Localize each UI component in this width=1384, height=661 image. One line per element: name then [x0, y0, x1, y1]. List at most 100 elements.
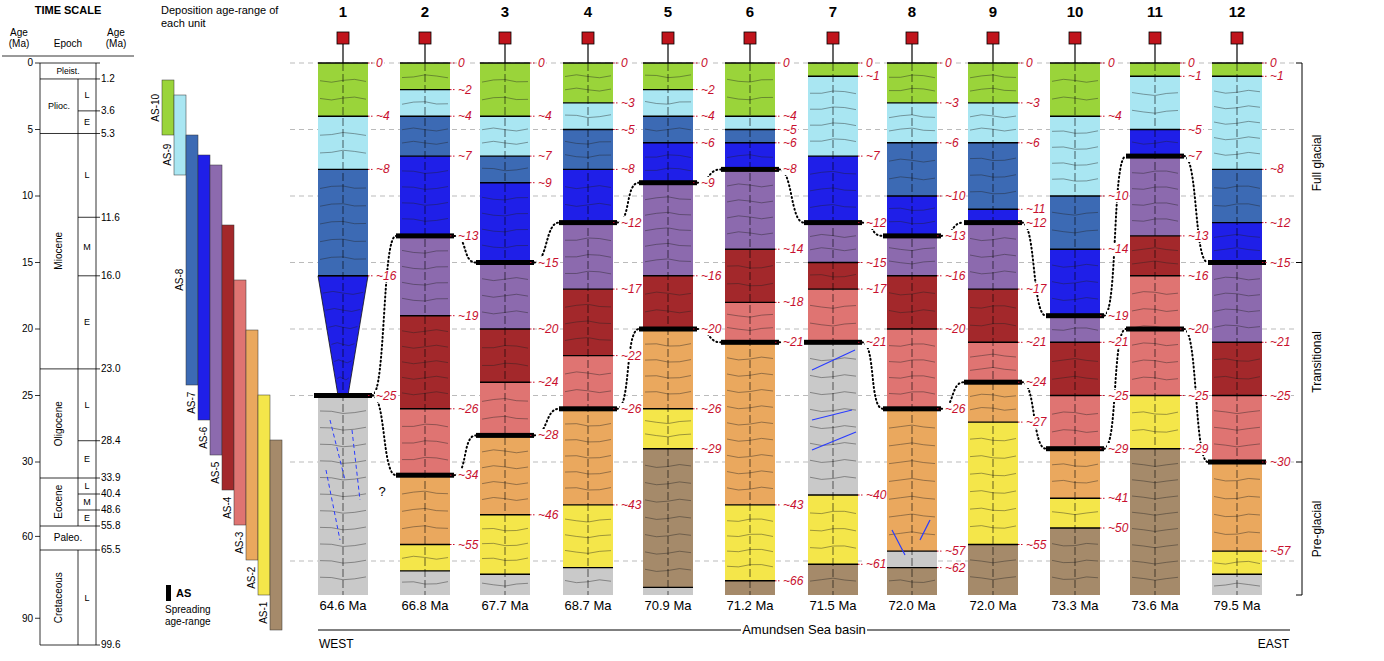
age-tick	[1262, 169, 1268, 170]
age-label: ~46	[537, 509, 559, 521]
transition-boundary	[721, 340, 779, 345]
age-label: ~25	[1107, 390, 1129, 402]
site-marker	[419, 32, 431, 44]
age-label: ~15	[537, 257, 559, 269]
age-tick	[1018, 544, 1024, 545]
transition-boundary	[1126, 154, 1184, 159]
transition-boundary	[639, 327, 697, 332]
age-label: ~21	[1025, 336, 1047, 348]
transition-boundary	[964, 380, 1022, 385]
transition-boundary	[1046, 313, 1104, 318]
age-tick	[858, 76, 864, 77]
site-stem	[667, 44, 668, 63]
age-label: ~21	[1107, 336, 1129, 348]
boundary-age: 99.6	[100, 639, 121, 651]
age-label: ~50	[1107, 522, 1129, 534]
age-label: ~20	[1187, 323, 1209, 335]
tick	[35, 262, 40, 263]
table-rule	[40, 133, 100, 134]
boundary-age: 23.0	[100, 363, 121, 375]
epoch-name: Paleo.	[53, 532, 83, 544]
age-tick	[858, 262, 864, 263]
age-tick	[937, 196, 943, 197]
age-label: ~19	[1107, 310, 1129, 322]
unit-name: AS-8	[174, 268, 186, 292]
site-marker	[1149, 32, 1161, 44]
age-tick	[1100, 342, 1106, 343]
age-range-bar	[222, 225, 234, 490]
reflector	[1132, 292, 1178, 295]
stage-label: Pre-glacial	[1311, 499, 1325, 558]
site-number: 11	[1146, 3, 1164, 20]
site-marker	[1231, 32, 1243, 44]
unit-boundary	[480, 115, 530, 116]
age-label: ~28	[537, 429, 559, 441]
unit-boundary	[400, 544, 450, 545]
reflector	[1132, 412, 1178, 415]
subepoch-letter: E	[83, 513, 91, 523]
age-label: ~13	[1187, 230, 1209, 242]
age-tick	[775, 249, 781, 250]
basement-age: 64.6 Ma	[319, 599, 368, 614]
age-tick	[775, 504, 781, 505]
age-tick	[613, 504, 619, 505]
age-label: ~21	[1269, 336, 1291, 348]
reflector	[970, 456, 1016, 459]
age-label: 0	[457, 57, 466, 69]
age-tick	[368, 275, 374, 276]
age-label: ~25	[1269, 390, 1291, 402]
age-label: ~2	[457, 84, 473, 96]
well-track	[425, 63, 426, 595]
age-label: ~25	[375, 390, 397, 402]
site-stem	[587, 44, 588, 63]
age-tick	[1262, 342, 1268, 343]
age-label: ~12	[1025, 217, 1047, 229]
age-range-bar	[198, 155, 210, 420]
well-track	[343, 63, 344, 595]
site-marker	[987, 32, 999, 44]
age-label: 0	[865, 57, 874, 69]
site-number: 1	[338, 3, 348, 20]
age-tick	[775, 142, 781, 143]
subepoch-letter: L	[83, 593, 90, 603]
age-label: ~8	[620, 163, 636, 175]
unit-boundary	[400, 115, 450, 116]
age-label: ~57	[944, 545, 966, 557]
site-stem	[911, 44, 912, 63]
age-tick	[1100, 498, 1106, 499]
age-tick	[1018, 342, 1024, 343]
age-label: ~16	[944, 270, 966, 282]
age-tick	[450, 315, 456, 316]
age-tick	[530, 329, 536, 330]
age-tick	[530, 382, 536, 383]
legend-text: Spreading age-range	[164, 604, 228, 627]
age-tick	[613, 63, 619, 64]
correlation-line	[1022, 223, 1046, 316]
epoch-name: Oligocene	[53, 400, 65, 447]
reflector	[320, 544, 366, 547]
reflector	[970, 115, 1016, 118]
age-label: ~7	[537, 150, 553, 162]
grid-line	[290, 63, 1296, 64]
age-label: ~29	[700, 443, 722, 455]
unit-boundary	[1050, 248, 1100, 249]
transition-boundary	[1046, 446, 1104, 451]
age-tick	[937, 142, 943, 143]
age-tick-label: 15	[21, 257, 34, 269]
reflector	[1132, 203, 1178, 205]
age-label: 0	[620, 57, 629, 69]
age-label: ~15	[865, 257, 887, 269]
unit-name: AS-9	[162, 143, 174, 167]
age-label: ~3	[944, 97, 960, 109]
reflector-blue	[352, 430, 360, 500]
well-track	[833, 63, 834, 595]
unit-fill	[1050, 498, 1100, 528]
basement-age: 73.3 Ma	[1051, 599, 1100, 614]
well-track	[588, 63, 589, 595]
age-label: ~26	[944, 403, 966, 415]
unit-boundary	[480, 182, 530, 183]
age-label: ~13	[457, 230, 479, 242]
table-rule	[40, 550, 100, 551]
site-number: 10	[1066, 3, 1085, 20]
age-tick	[1262, 395, 1268, 396]
